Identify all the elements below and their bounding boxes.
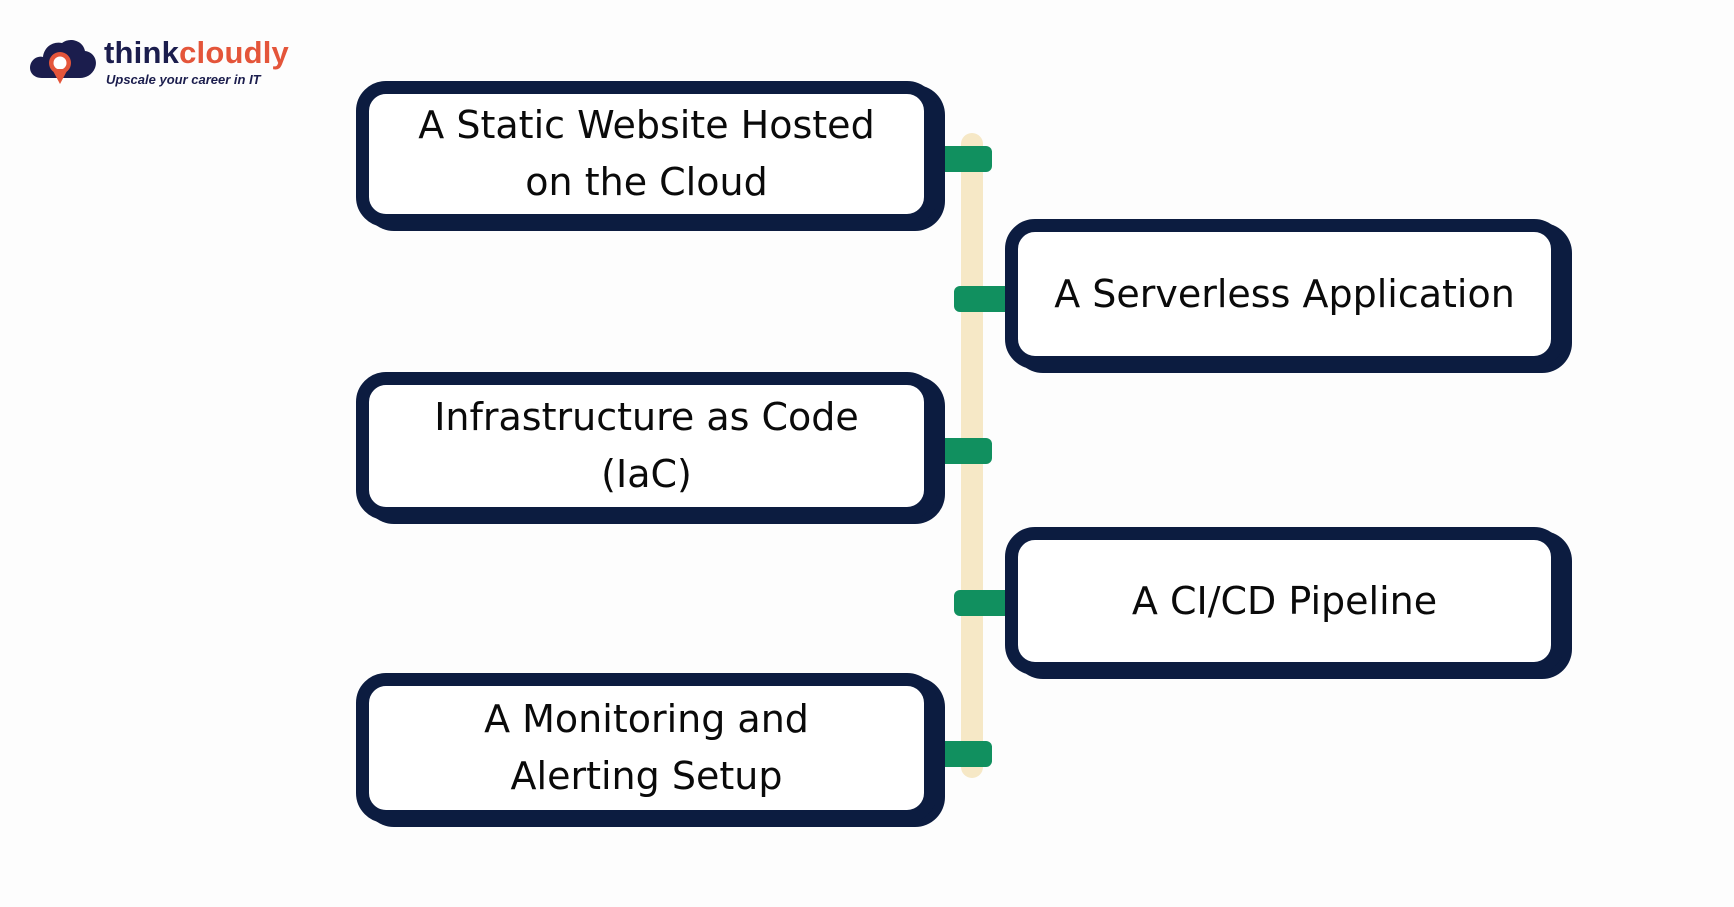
brand-tagline: Upscale your career in IT bbox=[106, 72, 261, 87]
step-label-3: Infrastructure as Code (IaC) bbox=[434, 395, 859, 496]
step-box-5: A Monitoring and Alerting Setup bbox=[356, 673, 937, 823]
step-box-3: Infrastructure as Code (IaC) bbox=[356, 372, 937, 520]
brand-name-cloudly: cloudly bbox=[179, 35, 289, 70]
step-box-4: A CI/CD Pipeline bbox=[1005, 527, 1564, 675]
cloud-pin-icon bbox=[30, 39, 96, 84]
step-label-1: A Static Website Hosted on the Cloud bbox=[418, 103, 875, 204]
step-label-4: A CI/CD Pipeline bbox=[1131, 578, 1438, 623]
brand-wordmark: thinkcloudly bbox=[104, 34, 289, 72]
step-box-2: A Serverless Application bbox=[1005, 219, 1564, 369]
step-label-5: A Monitoring and Alerting Setup bbox=[484, 697, 809, 798]
step-box-1: A Static Website Hosted on the Cloud bbox=[356, 81, 937, 227]
brand-name-think: think bbox=[104, 35, 180, 70]
step-label-2: A Serverless Application bbox=[1054, 271, 1515, 316]
brand-logo: thinkcloudly Upscale your career in IT bbox=[28, 34, 298, 94]
